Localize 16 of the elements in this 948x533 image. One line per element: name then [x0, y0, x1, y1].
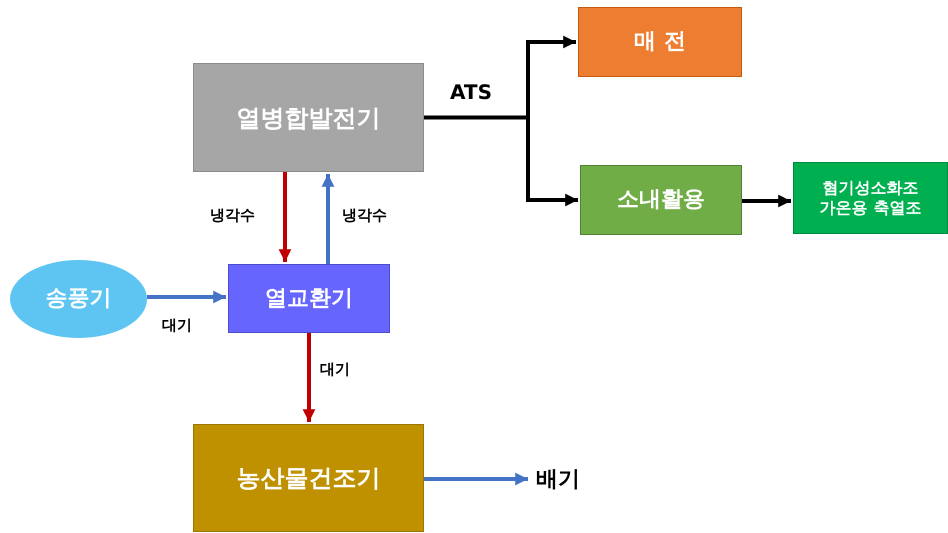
arrow: [742, 194, 791, 208]
arrow: [302, 333, 316, 422]
process-box: 혐기성소화조 가온용 축열조: [793, 162, 948, 234]
edge-label: 냉각수: [340, 206, 389, 225]
arrow: [278, 172, 292, 262]
process-box: 매 전: [578, 7, 742, 77]
arrow: [424, 472, 528, 486]
edge-label: 냉각수: [208, 206, 257, 225]
process-box: 소내활용: [580, 165, 742, 235]
arrow: [322, 174, 334, 264]
process-box: 열병합발전기: [193, 63, 424, 172]
process-box: 열교환기: [228, 264, 390, 333]
arrow: [147, 290, 226, 304]
process-box: 농산물건조기: [193, 424, 424, 532]
output-text: 배기: [530, 464, 586, 496]
process-ellipse: 송풍기: [10, 260, 147, 338]
